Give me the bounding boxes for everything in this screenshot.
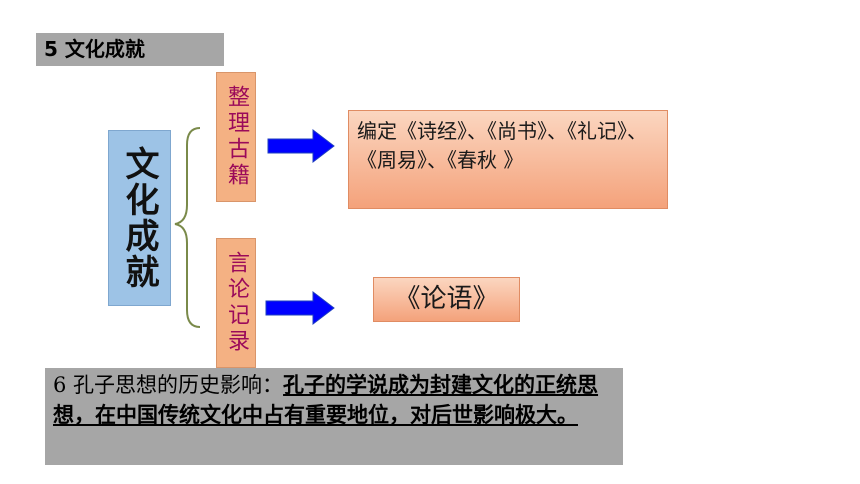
branch-label: 整理古籍 (224, 85, 249, 189)
result-box-analects: 《论语》 (373, 277, 520, 322)
influence-box: 6 孔子思想的历史影响：孔子的学说成为封建文化的正统思想，在中国传统文化中占有重… (45, 368, 623, 465)
main-node-label: 文化成就 (119, 146, 159, 290)
branch-node-classics: 整理古籍 (216, 72, 256, 202)
influence-body: 孔子的学说成为封建文化的正统思想，在中国传统文化中占有重要地位，对后世影响极大。 (53, 373, 599, 427)
result-box-classics: 编定《诗经》、《尚书》、《礼记》、《周易》、《春秋 》 (348, 110, 668, 209)
arrow-right-icon (267, 128, 335, 164)
branch-node-records: 言论记录 (216, 238, 256, 368)
influence-lead: 6 孔子思想的历史影响： (53, 373, 284, 397)
arrow-right-icon (265, 290, 335, 326)
branch-label: 言论记录 (224, 251, 249, 355)
brace-icon (174, 127, 201, 328)
section-title: 5 文化成就 (36, 33, 224, 66)
main-node: 文化成就 (108, 130, 171, 306)
